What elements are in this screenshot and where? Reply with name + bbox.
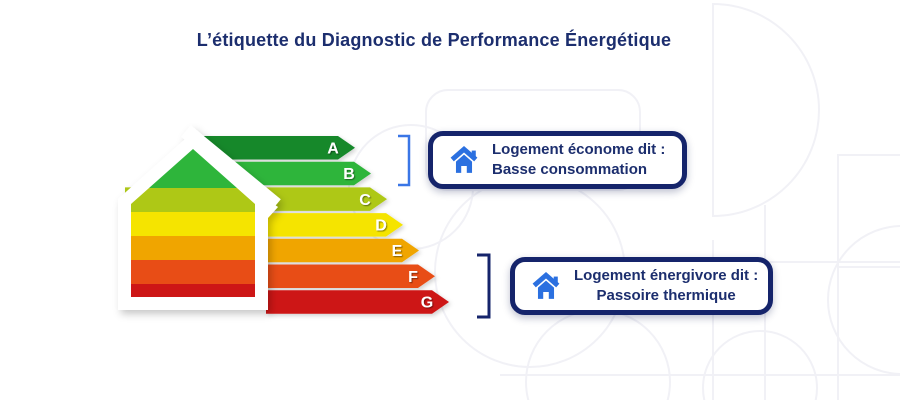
house-stripe-E: [131, 236, 255, 260]
energy-class-arrow-A: [198, 136, 355, 160]
callout-line2: Passoire thermique: [596, 287, 736, 304]
bracket-classes-f-g: [477, 253, 491, 319]
house-stripe-F: [131, 260, 255, 284]
callout-text: Logement énergivore dit : Passoire therm…: [574, 266, 758, 306]
callout-logement-energivore: Logement énergivore dit : Passoire therm…: [510, 257, 773, 315]
energy-class-letter-B: B: [343, 166, 355, 183]
callout-line2: Basse consommation: [492, 161, 648, 178]
house-stripe-G: [131, 284, 255, 297]
callout-logement-econome: Logement économe dit : Basse consommatio…: [428, 131, 687, 189]
circle-decoration: [827, 225, 900, 375]
energy-class-letter-F: F: [408, 269, 418, 286]
square-decoration: [837, 154, 900, 268]
energy-class-letter-G: G: [421, 295, 433, 312]
house-stripe-D: [131, 212, 255, 236]
callout-text: Logement économe dit : Basse consommatio…: [492, 140, 665, 180]
home-icon: [532, 272, 560, 299]
bracket-classes-a-b: [398, 134, 411, 187]
callout-line1: Logement économe dit :: [492, 141, 666, 159]
callout-line1: Logement énergivore dit :: [574, 267, 759, 285]
circle-decoration: [525, 309, 671, 400]
page-title: L’étiquette du Diagnostic de Performance…: [196, 30, 672, 50]
roof-beam: [181, 125, 281, 219]
energy-class-letter-D: D: [375, 217, 387, 234]
house-stripe-C: [131, 188, 255, 212]
energy-class-letter-A: A: [327, 140, 339, 157]
energy-class-letter-E: E: [392, 243, 403, 260]
home-icon: [450, 146, 478, 173]
house-graphic: [118, 125, 281, 310]
energy-class-letter-C: C: [359, 192, 371, 209]
half-circle-decoration: [712, 2, 820, 218]
energy-class-arrow-G: [266, 290, 449, 314]
circle-decoration: [702, 330, 818, 400]
